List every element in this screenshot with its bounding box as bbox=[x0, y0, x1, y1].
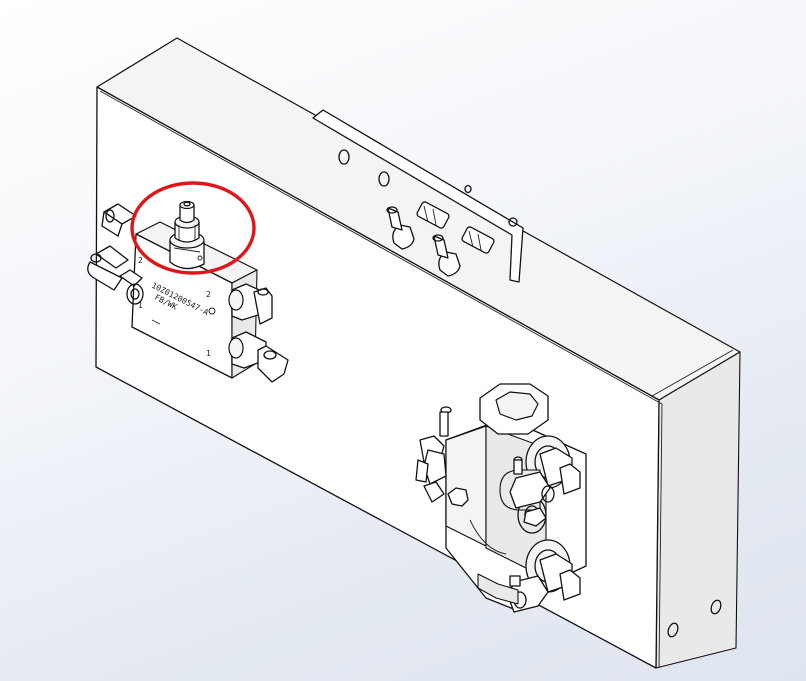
port-label-1-left: 1 bbox=[138, 301, 143, 310]
port-label-2-right: 2 bbox=[206, 290, 211, 299]
left-fittings bbox=[87, 203, 144, 305]
manifold-assembly bbox=[415, 383, 587, 613]
relief-valve-cartridge bbox=[169, 200, 205, 270]
top-bracket bbox=[312, 109, 524, 283]
port-label-1-right: 1 bbox=[206, 349, 211, 358]
port-label-2-left: 2 bbox=[138, 256, 143, 265]
valve-block: 10Z01200547-A FB/WK 2 2 1 1 bbox=[87, 200, 289, 383]
right-fittings bbox=[228, 283, 289, 383]
callout-circle bbox=[130, 181, 256, 275]
